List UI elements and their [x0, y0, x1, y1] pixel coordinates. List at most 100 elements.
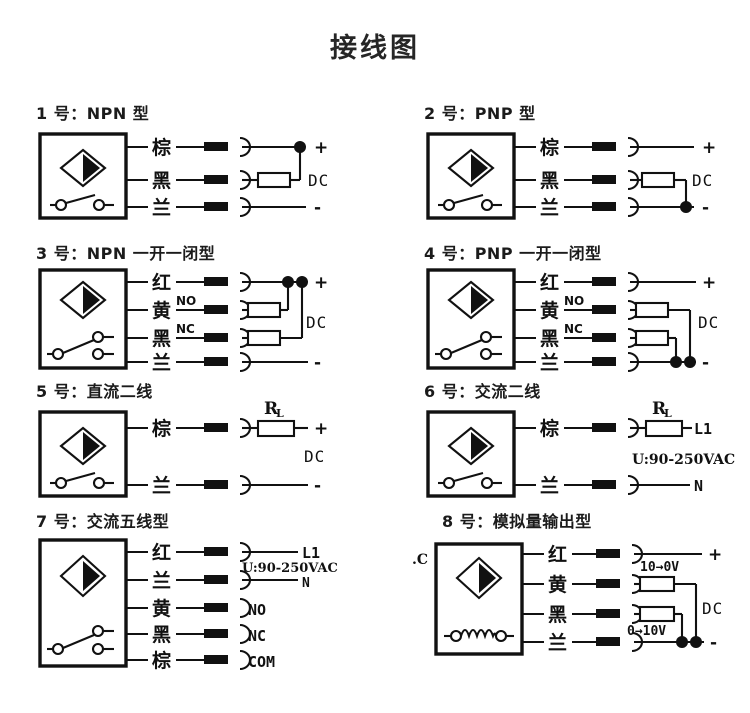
switch-spst-icon [50, 193, 114, 212]
wire-lug [596, 637, 620, 646]
switch-spst-icon [438, 193, 502, 212]
junction-dot [670, 356, 682, 368]
contact-label-nc: NC [176, 322, 195, 336]
watermark-mark: .C [412, 552, 428, 568]
switch-spdt-icon [47, 624, 114, 656]
load-label-rl: R [264, 399, 279, 419]
connector-icon [239, 623, 252, 645]
sensor-diamond-fill-icon [83, 286, 100, 314]
load-label-rl-subscript: L [664, 407, 672, 420]
terminal-no: NO [248, 601, 266, 619]
supply-label-dc: DC [698, 313, 719, 332]
junction-dot [296, 276, 308, 288]
range-label-low: 0→10V [627, 624, 666, 639]
wire-label-black: 黑 [540, 328, 559, 350]
wire-lug [592, 175, 616, 184]
connector-icon [239, 649, 252, 671]
supply-label-dc: DC [692, 171, 713, 190]
wire-lug [204, 175, 228, 184]
wire-label-brown: 棕 [152, 649, 171, 672]
range-label-high: 10→0V [640, 560, 679, 575]
diagram-7-figure: 红 兰 黄 黑 棕 L1 U:90-250VAC N NO [36, 536, 338, 672]
terminal-plus: + [314, 138, 328, 158]
diagram-1-title: 1 号：NPN 型 [36, 104, 150, 123]
diagram-1-figure: 棕 黑 兰 + DC - [36, 128, 336, 228]
wire-label-blue: 兰 [540, 196, 559, 219]
diagram-6-title: 6 号：交流二线 [424, 382, 541, 401]
wire-lug [592, 142, 616, 151]
wire-label-blue: 兰 [540, 351, 559, 374]
wire-label-black: 黑 [548, 604, 567, 626]
sensor-diamond-fill-icon [471, 286, 488, 314]
wire-label-blue: 兰 [540, 474, 559, 497]
load-resistor [634, 301, 670, 319]
terminal-minus: - [702, 198, 709, 218]
wire-lug [592, 277, 616, 286]
wire-lug [204, 357, 228, 366]
switch-spdt-icon [435, 330, 502, 361]
terminal-minus: - [314, 476, 321, 496]
wire-lug [204, 277, 228, 286]
load-label-rl: R [652, 399, 667, 419]
wire-lug [592, 480, 616, 489]
wire-lug [592, 333, 616, 342]
wire-label-yellow: 黄 [548, 573, 567, 596]
diagram-6-figure: 棕 兰 R L L1 U:90-250VAC N [424, 399, 735, 501]
load-resistor [246, 301, 282, 319]
wire-lug [596, 549, 620, 558]
sensor-diamond-fill-icon [471, 154, 488, 182]
sensor-diamond-fill-icon [479, 563, 496, 593]
contact-label-no: NO [564, 294, 584, 308]
wire-lug [204, 305, 228, 314]
terminal-plus: + [702, 138, 716, 158]
wire-label-yellow: 黄 [152, 299, 171, 322]
terminal-nc: NC [248, 627, 266, 645]
sensor-diamond-fill-icon [83, 154, 100, 182]
load-resistor-rl [256, 419, 296, 438]
junction-dot [690, 636, 702, 648]
wire-label-brown: 棕 [152, 417, 171, 440]
diagram-8-title: 8 号：模拟量输出型 [442, 512, 592, 531]
supply-label-dc: DC [306, 313, 327, 332]
wire-label-black: 黑 [152, 624, 171, 646]
wire-lug [204, 480, 228, 489]
wire-lug [592, 357, 616, 366]
diagram-2-figure: 棕 黑 兰 + DC - [424, 128, 724, 228]
wire-label-red: 红 [548, 543, 567, 566]
load-resistor [640, 171, 676, 189]
sensor-diamond-fill-icon [83, 432, 100, 460]
terminal-minus: - [702, 353, 709, 373]
wire-lug [204, 603, 228, 612]
wire-lug [596, 579, 620, 588]
wire-label-red: 红 [152, 271, 171, 294]
wire-label-yellow: 黄 [540, 299, 559, 322]
diagram-3-figure: 红 黄 黑 兰 NO NC [36, 266, 336, 376]
diagram-8-figure: .C 红 黄 黑 兰 [412, 536, 742, 666]
supply-label-dc: DC [702, 599, 723, 618]
wire-lug [596, 609, 620, 618]
junction-dot [282, 276, 294, 288]
terminal-n: N [694, 477, 703, 495]
load-resistor [256, 171, 292, 189]
wire-label-blue: 兰 [152, 351, 171, 374]
terminal-plus: + [314, 273, 328, 293]
coil-inductor-icon [444, 628, 514, 643]
sensor-diamond-fill-icon [83, 561, 100, 591]
load-label-rl-subscript: L [276, 407, 284, 420]
wire-lug [592, 202, 616, 211]
supply-label-dc: DC [304, 447, 325, 466]
load-resistor-rl [644, 419, 684, 438]
wire-label-yellow: 黄 [152, 597, 171, 620]
wire-label-blue: 兰 [152, 196, 171, 219]
load-resistor [638, 575, 676, 593]
junction-dot [294, 141, 306, 153]
wire-label-brown: 棕 [540, 417, 559, 440]
terminal-plus: + [702, 273, 716, 293]
wire-lug [204, 202, 228, 211]
contact-label-no: NO [176, 294, 196, 308]
wire-lug [204, 575, 228, 584]
terminal-minus: - [314, 198, 321, 218]
load-resistor [246, 329, 282, 347]
wire-label-red: 红 [540, 271, 559, 294]
wire-lug [204, 142, 228, 151]
